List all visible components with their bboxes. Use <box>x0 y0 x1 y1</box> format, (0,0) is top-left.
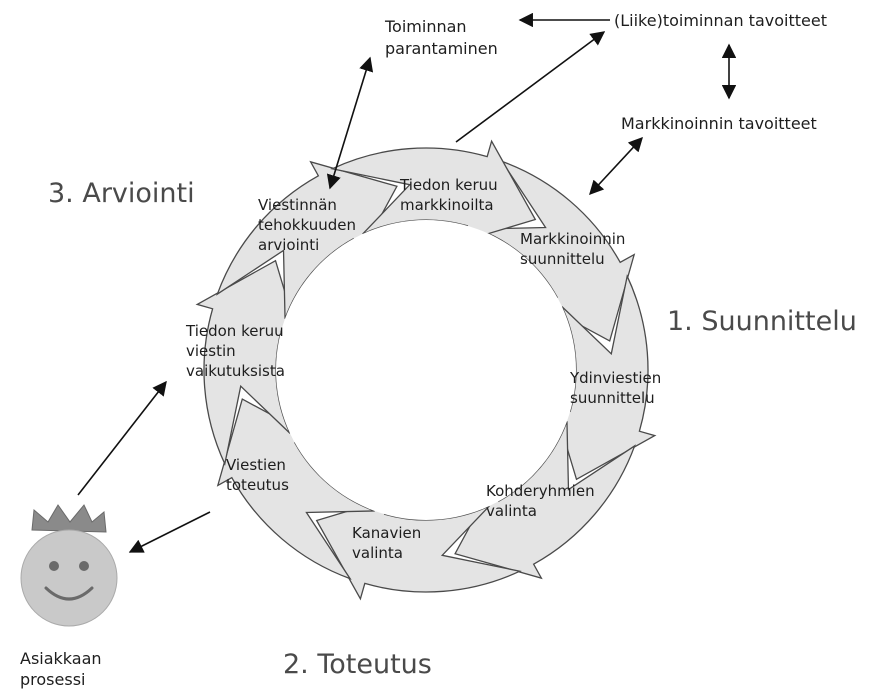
marketing-goals-label: Markkinoinnin tavoitteet <box>621 114 817 133</box>
step-label-line: Ydinviestien <box>569 369 661 387</box>
cycle-ring <box>195 139 657 601</box>
phase-planning: 1. Suunnittelu <box>667 306 857 337</box>
arrow-cycle-to-customer <box>128 511 211 553</box>
step-label-line: vaikutuksista <box>186 362 285 380</box>
step-label-line: viestin <box>186 342 236 360</box>
step-label-channel-selection: Kanavien valinta <box>352 524 421 562</box>
step-label-line: Kanavien <box>352 524 421 542</box>
step-label-line: Viestinnän <box>258 196 337 214</box>
step-label-collect-impact-data: Tiedon keruu viestin vaikutuksista <box>185 322 285 380</box>
step-label-target-group-selection: Kohderyhmien valinta <box>486 482 595 520</box>
phase-implementation: 2. Toteutus <box>283 649 432 680</box>
step-label-line: Tiedon keruu <box>185 322 284 340</box>
arrow-improvement-evaluation <box>326 56 374 190</box>
customer-label-line1: Asiakkaan <box>20 649 102 668</box>
step-label-line: Tiedon keruu <box>399 176 498 194</box>
step-label-effectiveness-evaluation: Viestinnän tehokkuuden arviointi <box>258 196 356 254</box>
step-label-marketing-planning: Markkinoinnin suunnittelu <box>520 230 625 268</box>
step-label-line: valinta <box>486 502 537 520</box>
step-label-line: arviointi <box>258 236 319 254</box>
business-goals-label: (Liike)toiminnan tavoitteet <box>614 11 827 30</box>
step-label-line: suunnittelu <box>520 250 605 268</box>
arrow-customer-to-cycle <box>77 380 167 496</box>
step-label-line: tehokkuuden <box>258 216 356 234</box>
step-label-line: Viestien <box>226 456 286 474</box>
step-label-line: Markkinoinnin <box>520 230 625 248</box>
arrow-marketing-goals-bidirectional <box>589 136 643 196</box>
improvement-label-line2: parantaminen <box>385 39 498 58</box>
step-label-line: suunnittelu <box>570 389 655 407</box>
step-label-line: toteutus <box>226 476 289 494</box>
step-label-line: valinta <box>352 544 403 562</box>
step-label-message-implementation: Viestien toteutus <box>226 456 289 494</box>
ring-inner-hole <box>276 220 576 520</box>
customer-label-line2: prosessi <box>20 670 85 689</box>
step-label-line: markkinoilta <box>400 196 494 214</box>
step-label-collect-market-data: Tiedon keruu markkinoilta <box>399 176 498 214</box>
step-label-line: Kohderyhmien <box>486 482 595 500</box>
improvement-label-line1: Toiminnan <box>384 17 467 36</box>
phase-evaluation: 3. Arviointi <box>48 178 195 209</box>
customer-face-icon <box>20 504 118 627</box>
arrow-to-business-goals <box>455 31 606 143</box>
step-label-core-message-planning: Ydinviestien suunnittelu <box>569 369 661 407</box>
